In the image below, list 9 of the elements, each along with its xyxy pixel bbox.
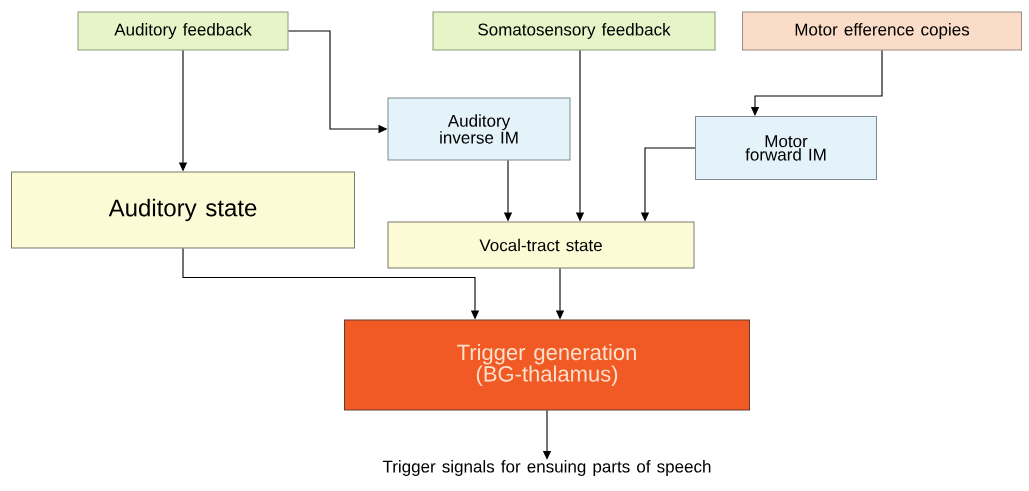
state-box: Auditory state [11,171,355,249]
input-box: Somatosensory feedback [432,11,716,51]
input-box: Motor efference copies [742,11,1022,51]
model-box: Auditory inverse IM [387,97,571,161]
state-box: Vocal-tract state [387,221,695,269]
input-box: Auditory feedback [77,11,289,51]
output-text: Trigger signals for ensuing parts of speech [382,460,711,476]
trigger-box: Trigger generation (BG-thalamus) [344,319,750,411]
model-box: Motor forward IM [695,116,877,180]
